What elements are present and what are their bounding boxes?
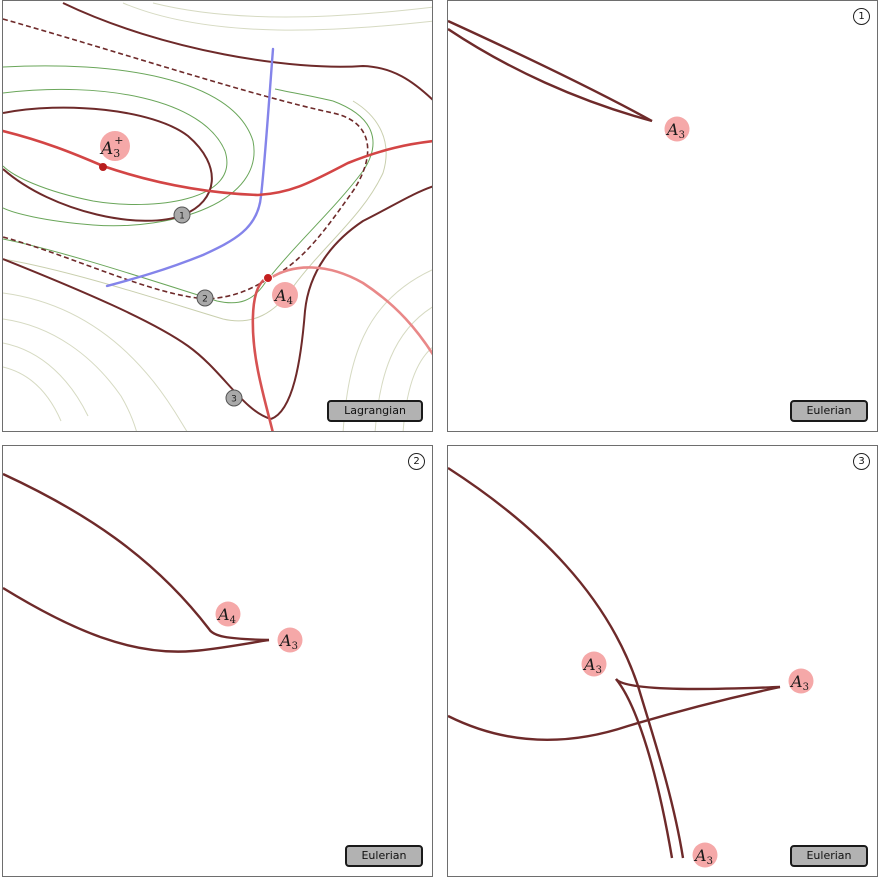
svg-text:A3: A3 <box>789 672 809 693</box>
caustic-lower <box>448 28 653 123</box>
eulerian-panel-2: A4 A3 2 Eulerian <box>2 445 433 877</box>
lagrangian-tag: Lagrangian <box>327 400 423 422</box>
marker-3: 3 <box>225 389 243 407</box>
panel-number-2: 2 <box>408 453 425 470</box>
label-a3-left: A3 <box>581 651 607 677</box>
eulerian-tag-2: Eulerian <box>345 845 423 867</box>
svg-text:A3: A3 <box>582 655 602 676</box>
svg-text:A3: A3 <box>665 120 685 141</box>
lagrangian-diagram: A3+ A4 1 2 3 <box>3 2 432 431</box>
label-a4: A4 <box>215 601 241 627</box>
caustic-inner-ellipse <box>3 106 213 222</box>
svg-text:A3: A3 <box>693 846 713 867</box>
svg-text:A4: A4 <box>273 286 293 307</box>
point-a4 <box>263 273 273 283</box>
red-curve-main <box>3 129 432 197</box>
marker-2: 2 <box>196 289 214 307</box>
caustic-right-branch <box>270 185 432 420</box>
marker-1: 1 <box>173 206 191 224</box>
panel-number-1: 1 <box>853 8 870 25</box>
svg-text:A4: A4 <box>216 605 236 626</box>
contour-olive <box>3 292 188 431</box>
eulerian-tag-1: Eulerian <box>790 400 868 422</box>
label-a3-bottom: A3 <box>692 842 718 868</box>
contour-green <box>3 88 228 205</box>
caustic-upper <box>3 472 270 642</box>
caustic-swallowtail <box>615 678 781 691</box>
panel-number-3: 3 <box>853 453 870 470</box>
caustic-long <box>448 466 685 859</box>
caustic-lower <box>3 586 270 653</box>
eulerian-diagram-1: A3 <box>448 19 690 142</box>
blue-curve <box>105 47 275 288</box>
caustic-upper <box>448 19 653 123</box>
eulerian-diagram-3: A3 A3 A3 <box>448 466 814 868</box>
caustic-dashed <box>3 18 369 300</box>
label-a4: A4 <box>272 282 298 308</box>
svg-text:1: 1 <box>179 212 185 222</box>
point-a3plus <box>99 163 107 171</box>
svg-text:3: 3 <box>231 395 237 405</box>
svg-text:A3: A3 <box>278 631 298 652</box>
red-curve-fade <box>267 266 432 356</box>
lagrangian-panel: A3+ A4 1 2 3 Lagrangian <box>2 0 433 432</box>
svg-text:2: 2 <box>202 295 208 305</box>
contour-olive <box>3 342 89 417</box>
eulerian-diagram-2: A4 A3 <box>3 472 303 653</box>
eulerian-tag-3: Eulerian <box>790 845 868 867</box>
caustic-bottom <box>448 685 781 742</box>
contour-olive <box>122 2 432 31</box>
contour-green <box>3 100 374 304</box>
label-a3plus: A3+ <box>99 131 130 161</box>
eulerian-panel-1: A3 1 Eulerian <box>447 0 878 432</box>
red-curve-lower <box>251 277 274 431</box>
contour-green <box>274 88 334 102</box>
contour-olive <box>3 318 137 431</box>
eulerian-panel-3: A3 A3 A3 3 Eulerian <box>447 445 878 877</box>
caustic-bottom-left <box>3 258 272 420</box>
contour-olive <box>152 2 432 18</box>
label-a3: A3 <box>664 116 690 142</box>
label-a3: A3 <box>277 627 303 653</box>
caustic-top-right <box>62 2 432 101</box>
contour-olive <box>3 366 62 422</box>
caustic-left <box>615 678 674 859</box>
label-a3-right: A3 <box>788 668 814 694</box>
svg-text:A3+: A3+ <box>99 134 124 160</box>
contour-green <box>3 65 255 227</box>
